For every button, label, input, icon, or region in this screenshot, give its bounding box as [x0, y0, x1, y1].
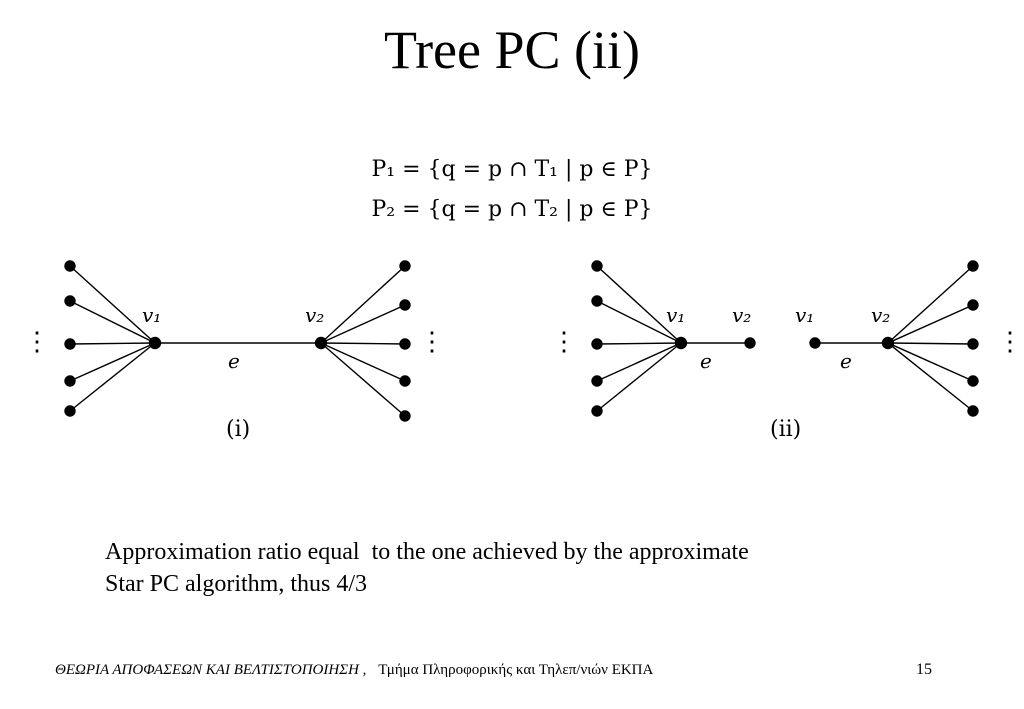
- panel-i-caption: (i): [226, 417, 250, 442]
- panel-i-label-v1: v₁: [142, 303, 161, 327]
- panel-i-right-leaf-edge: [320, 342, 406, 345]
- panel-i-left-leaf: [64, 295, 76, 307]
- panel-i-left-leaf-edge: [69, 342, 156, 345]
- panel-ii-right-leaf: [967, 405, 979, 417]
- panel-ii-right-leaf: [967, 260, 979, 272]
- panel-ii-right-leaf-edge: [887, 304, 974, 344]
- panel-ii-right-leaf-edge: [887, 342, 974, 345]
- page-number: 15: [916, 661, 932, 678]
- panel-i-left-leaf: [64, 338, 76, 350]
- formula-p1: P₁ = {q = p ∩ T₁ | p ∈ P}: [371, 157, 653, 182]
- slide-title: Tree PC (ii): [383, 20, 641, 80]
- panel-i-right-leaf: [399, 338, 411, 350]
- panel-ii-label-right-v2: v₂: [871, 303, 890, 327]
- approximation-ratio-text: Approximation ratio equal to the one ach…: [105, 536, 985, 600]
- panel-ii-left-leaf-edge: [596, 300, 682, 344]
- panel-i-left-leaf-edge: [69, 342, 156, 412]
- panel-ii-right-cut-v1: [809, 337, 821, 349]
- panel-ii-label-right-e: e: [840, 349, 852, 373]
- panel-ii-right-leaf: [967, 299, 979, 311]
- panel-ii-right-leaf: [967, 338, 979, 350]
- tree-figure: ⋮ ⋮ v₁ v₂ e (i) ⋮ ⋮ v₁ v₂: [24, 260, 1023, 442]
- panel-ii-left-leaf-edge: [596, 342, 682, 412]
- panel-ii-left-leaf: [591, 295, 603, 307]
- panel-i-left-leaf: [64, 260, 76, 272]
- panel-i-right-leaf-edge: [320, 265, 406, 344]
- panel-i-vertex-v2: [314, 336, 328, 350]
- body-text-line-1: Approximation ratio equal to the one ach…: [105, 539, 749, 565]
- panel-ii-right-leaf-edge: [887, 342, 974, 412]
- panel-i-left-leaf-edge: [69, 300, 156, 344]
- panel-i-label-v2: v₂: [305, 303, 324, 327]
- panel-ii-right-leaf-edge: [887, 265, 974, 344]
- body-text-line-2: Star PC algorithm, thus 4/3: [105, 571, 368, 597]
- panel-ii-left-leaf-edge: [596, 342, 682, 382]
- panel-ii-right-ellipsis: ⋮: [997, 327, 1023, 357]
- panel-ii-caption: (ii): [770, 417, 801, 442]
- panel-i: [64, 260, 411, 422]
- panel-ii-label-left-e: e: [700, 349, 712, 373]
- panel-ii-left-hub-v1: [674, 336, 688, 350]
- panel-ii-label-right-v1: v₁: [795, 303, 814, 327]
- panel-ii-left-cut-v2: [744, 337, 756, 349]
- panel-ii-left-leaf-edge: [596, 342, 682, 345]
- panel-ii-left-leaf-edge: [596, 265, 682, 344]
- panel-i-right-ellipsis: ⋮: [419, 327, 445, 357]
- panel-i-left-leaf: [64, 375, 76, 387]
- formula-p2: P₂ = {q = p ∩ T₂ | p ∈ P}: [371, 197, 653, 222]
- panel-i-right-leaf: [399, 410, 411, 422]
- panel-ii-left-leaf: [591, 338, 603, 350]
- panel-i-label-e: e: [228, 349, 240, 373]
- footer: ΘΕΩΡΙΑ ΑΠΟΦΑΣΕΩΝ ΚΑΙ ΒΕΛΤΙΣΤΟΠΟΙΗΣΗ , Τμ…: [55, 660, 653, 680]
- panel-i-right-leaf: [399, 375, 411, 387]
- panel-ii: [591, 260, 979, 417]
- panel-ii-left-leaf: [591, 405, 603, 417]
- panel-ii-left-ellipsis: ⋮: [551, 327, 577, 357]
- panel-i-right-leaf: [399, 260, 411, 272]
- formula-block: P₁ = {q = p ∩ T₁ | p ∈ P} P₂ = {q = p ∩ …: [0, 150, 1024, 230]
- panel-ii-left-leaf: [591, 375, 603, 387]
- panel-i-right-leaf: [399, 299, 411, 311]
- panel-i-left-ellipsis: ⋮: [24, 327, 50, 357]
- panel-ii-left-leaf: [591, 260, 603, 272]
- panel-ii-right-hub-v2: [881, 336, 895, 350]
- panel-ii-label-left-v2: v₂: [732, 303, 751, 327]
- panel-ii-right-leaf: [967, 375, 979, 387]
- panel-ii-label-left-v1: v₁: [666, 303, 685, 327]
- panel-i-right-leaf-edge: [320, 342, 406, 382]
- panel-ii-right-leaf-edge: [887, 342, 974, 382]
- panel-i-left-leaf-edge: [69, 265, 156, 344]
- panel-i-right-leaf-edge: [320, 342, 406, 417]
- panel-i-left-leaf-edge: [69, 342, 156, 382]
- panel-i-right-leaf-edge: [320, 304, 406, 344]
- panel-i-vertex-v1: [148, 336, 162, 350]
- footer-course-title: ΘΕΩΡΙΑ ΑΠΟΦΑΣΕΩΝ ΚΑΙ ΒΕΛΤΙΣΤΟΠΟΙΗΣΗ ,: [55, 662, 367, 678]
- panel-i-left-leaf: [64, 405, 76, 417]
- footer-department: Τμήμα Πληροφορικής και Τηλεπ/νιών ΕΚΠΑ: [378, 662, 654, 678]
